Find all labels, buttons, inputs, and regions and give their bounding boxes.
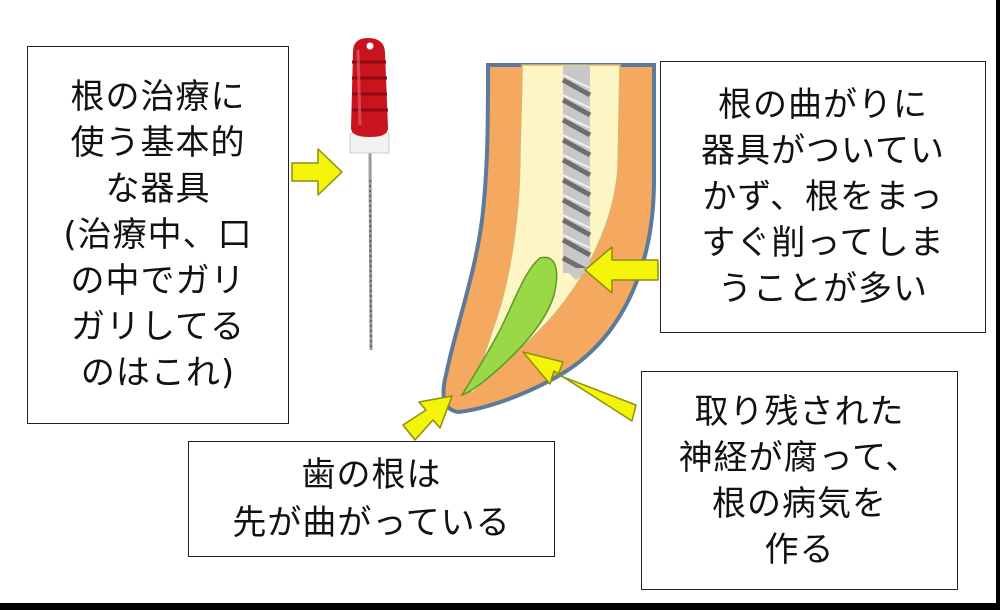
arrow-to-instrument-icon [291, 148, 343, 196]
label-line: かず、根をまっ [702, 177, 944, 217]
arrow-to-file-tip-icon [584, 246, 659, 294]
file-in-canal [561, 65, 592, 280]
label-line: ガリしてる [71, 307, 245, 347]
label-line: 器具がついてい [701, 131, 945, 171]
endodontic-file-icon [349, 38, 390, 351]
label-root-tip: 歯の根は 先が曲がっている [188, 441, 555, 557]
label-line: 根の曲がりに [718, 85, 928, 125]
arrow-to-root-tip-icon [402, 395, 453, 441]
label-line: 神経が腐って、 [678, 437, 921, 478]
label-line: 根の病気を [712, 483, 887, 524]
label-line: のはこれ) [80, 353, 236, 393]
label-line: 先が曲がっている [232, 503, 511, 543]
label-line: すぐ削ってしま [701, 223, 945, 263]
label-line: (治療中、口 [63, 215, 253, 255]
label-line: うことが多い [718, 269, 928, 309]
label-line: 取り残された [694, 391, 905, 432]
label-line: 使う基本的 [70, 123, 246, 163]
label-line: な器具 [105, 169, 211, 209]
label-line: 歯の根は [301, 455, 442, 495]
bottom-border [0, 603, 1000, 610]
arrow-to-nerve-icon [522, 351, 637, 422]
label-curve-problem: 根の曲がりに 器具がついてい かず、根をまっ すぐ削ってしま うことが多い [660, 61, 986, 333]
label-line: 根の治療に [70, 77, 246, 117]
label-instrument: 根の治療に 使う基本的 な器具 (治療中、口 の中でガリ ガリしてる のはこれ) [27, 46, 289, 424]
label-remaining-nerve: 取り残された 神経が腐って、 根の病気を 作る [641, 371, 958, 590]
remaining-nerve [460, 256, 558, 397]
label-line: 作る [764, 529, 835, 570]
right-border [996, 0, 1000, 610]
label-line: の中でガリ [70, 261, 246, 301]
